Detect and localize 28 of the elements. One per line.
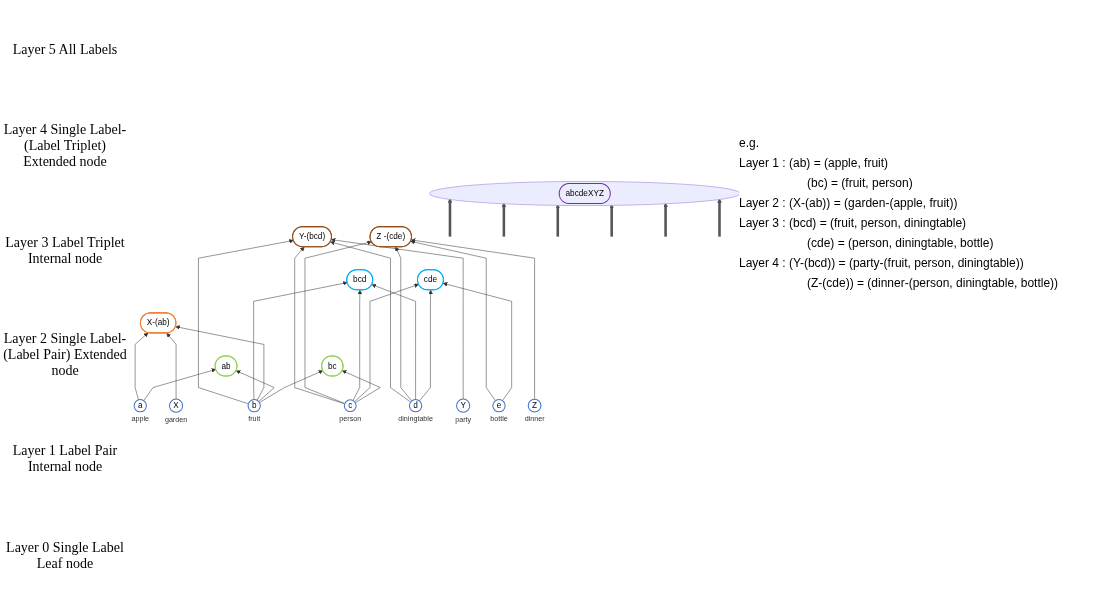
node-circle: d	[408, 399, 423, 413]
example-note: (cde) = (person, diningtable, bottle)	[806, 236, 995, 250]
example-note: Layer 2 : (X-(ab)) = (garden-(apple, fruit))	[739, 196, 959, 210]
example-note: (Z-(cde)) = (dinner-(person, diningtable, bottle))	[806, 276, 1060, 290]
layer-label: Layer 0 Single Label Leaf node	[5, 539, 125, 572]
arrow	[609, 204, 614, 237]
node-circle: c	[343, 399, 357, 413]
node-circle: a	[133, 399, 147, 413]
layer-label: Layer 4 Single Label- (Label Triplet) Extended node	[2, 122, 128, 171]
example-note: e.g.	[739, 136, 760, 150]
arrow	[447, 198, 453, 237]
example-note: Layer 4 : (Y-(bcd)) = (party-(fruit, person, diningtable))	[739, 256, 1025, 270]
example-note: Layer 3 : (bcd) = (fruit, person, diningtable)	[739, 216, 968, 230]
layer-label: Layer 1 Label Pair Internal node	[11, 443, 119, 476]
layer-label: Layer 5 All Labels	[11, 42, 119, 59]
node-circle: Y	[456, 398, 471, 413]
node-circle: b	[247, 399, 261, 413]
node-circle: X	[168, 398, 184, 413]
example-note: Layer 1 : (ab) = (apple, fruit)	[739, 156, 890, 170]
example-note: (bc) = (fruit, person)	[806, 176, 914, 190]
node-circle: e	[492, 399, 506, 413]
layer-label: Layer 2 Single Label- (Label Pair) Extended node	[2, 331, 128, 380]
arrow	[717, 198, 722, 237]
layer-label: Layer 3 Label Triplet Internal node	[4, 234, 126, 267]
arrow	[555, 204, 561, 237]
arrow	[501, 202, 507, 237]
node-circle: Z	[527, 398, 542, 413]
arrow	[663, 202, 668, 237]
